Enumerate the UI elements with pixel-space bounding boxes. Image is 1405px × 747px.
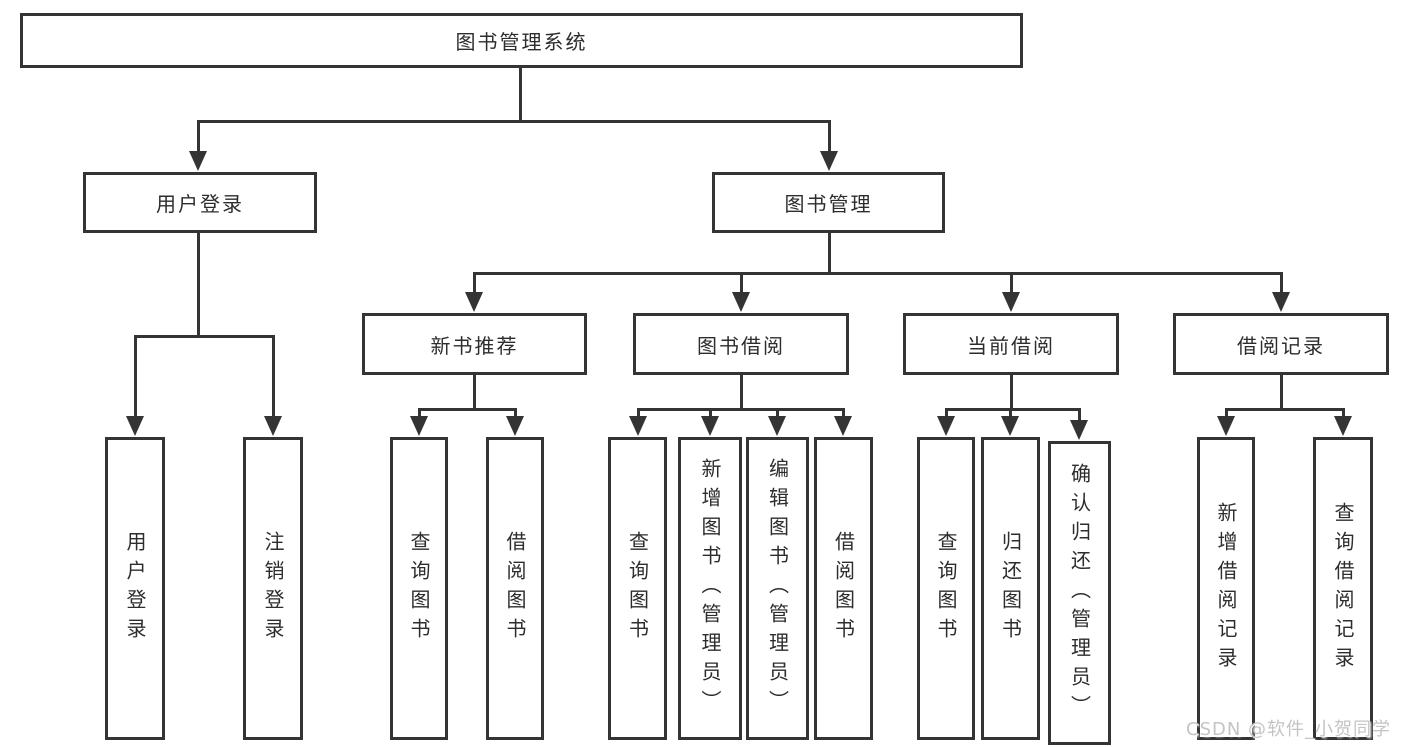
- connector-vline: [1225, 408, 1228, 417]
- connector-vline: [637, 408, 640, 417]
- leaf-logout-label: 注销登录: [261, 530, 285, 647]
- node-new-book-recommend: 新书推荐: [362, 313, 587, 375]
- leaf-query-borrow-record: 查询借阅记录: [1313, 437, 1373, 740]
- leaf-return-book: 归还图书: [981, 437, 1040, 740]
- connector-vline: [1280, 272, 1283, 293]
- arrow-down-icon: [264, 416, 282, 436]
- connector-vline: [1010, 375, 1013, 408]
- connector-vline: [740, 375, 743, 408]
- node-current-borrow: 当前借阅: [903, 313, 1119, 375]
- connector-vline: [197, 233, 200, 335]
- connector-vline: [418, 408, 421, 417]
- arrow-down-icon: [189, 151, 207, 171]
- leaf-add-book-admin: 新增图书（管理员）: [678, 437, 742, 740]
- arrow-down-icon: [1002, 292, 1020, 312]
- connector-hline: [1225, 408, 1344, 411]
- leaf-edit-book-admin: 编辑图书（管理员）: [746, 437, 809, 740]
- node-book-borrow: 图书借阅: [633, 313, 849, 375]
- leaf-add-borrow-record: 新增借阅记录: [1197, 437, 1255, 740]
- leaf-query-borrow-record-label: 查询借阅记录: [1331, 501, 1355, 676]
- arrow-down-icon: [732, 292, 750, 312]
- leaf-return-book-label: 归还图书: [998, 530, 1023, 647]
- leaf-borrow-book-recommend-label: 借阅图书: [503, 530, 527, 647]
- leaf-logout: 注销登录: [243, 437, 303, 740]
- connector-hline: [197, 120, 831, 123]
- arrow-down-icon: [1001, 416, 1019, 436]
- connector-hline: [418, 408, 516, 411]
- connector-vline: [1078, 408, 1081, 421]
- node-user-login: 用户登录: [83, 172, 317, 233]
- connector-vline: [842, 408, 845, 417]
- connector-vline: [197, 120, 200, 152]
- connector-vline: [1280, 375, 1283, 408]
- node-root: 图书管理系统: [20, 13, 1023, 68]
- arrow-down-icon: [834, 416, 852, 436]
- arrow-down-icon: [701, 416, 719, 436]
- leaf-user-login: 用户登录: [105, 437, 165, 740]
- node-current-borrow-label: 当前借阅: [967, 333, 1055, 358]
- connector-vline: [473, 272, 476, 293]
- node-book-management: 图书管理: [712, 172, 945, 233]
- leaf-query-book-current-label: 查询图书: [934, 530, 958, 647]
- leaf-query-book-borrow: 查询图书: [608, 437, 667, 740]
- arrow-down-icon: [937, 416, 955, 436]
- arrow-down-icon: [820, 151, 838, 171]
- connector-vline: [514, 408, 517, 417]
- arrow-down-icon: [506, 416, 524, 436]
- arrow-down-icon: [768, 416, 786, 436]
- connector-vline: [740, 272, 743, 293]
- leaf-borrow-book: 借阅图书: [814, 437, 873, 740]
- leaf-borrow-book-label: 借阅图书: [831, 530, 856, 647]
- arrow-down-icon: [1217, 416, 1235, 436]
- node-borrow-record-label: 借阅记录: [1237, 333, 1325, 358]
- connector-vline: [828, 233, 831, 272]
- leaf-query-book-current: 查询图书: [917, 437, 975, 740]
- leaf-confirm-return-admin-label: 确认归还（管理员）: [1067, 462, 1092, 724]
- node-book-management-label: 图书管理: [784, 192, 873, 216]
- connector-vline: [776, 408, 779, 417]
- connector-vline: [272, 335, 275, 417]
- arrow-down-icon: [629, 416, 647, 436]
- leaf-confirm-return-admin: 确认归还（管理员）: [1048, 441, 1111, 745]
- node-book-borrow-label: 图书借阅: [697, 333, 785, 358]
- node-borrow-record: 借阅记录: [1173, 313, 1389, 375]
- connector-vline: [709, 408, 712, 417]
- arrow-down-icon: [1272, 292, 1290, 312]
- connector-hline: [945, 408, 1080, 411]
- leaf-query-book-recommend: 查询图书: [390, 437, 448, 740]
- connector-hline: [637, 408, 844, 411]
- arrow-down-icon: [410, 416, 428, 436]
- leaf-borrow-book-recommend: 借阅图书: [486, 437, 544, 740]
- leaf-query-book-recommend-label: 查询图书: [407, 530, 431, 647]
- connector-vline: [945, 408, 948, 417]
- node-root-label: 图书管理系统: [455, 30, 588, 54]
- connector-vline: [1009, 408, 1012, 417]
- arrow-down-icon: [1334, 416, 1352, 436]
- arrow-down-icon: [126, 416, 144, 436]
- leaf-user-login-label: 用户登录: [123, 530, 147, 647]
- leaf-add-borrow-record-label: 新增借阅记录: [1214, 501, 1238, 676]
- connector-vline: [1010, 272, 1013, 293]
- arrow-down-icon: [1070, 420, 1088, 440]
- csdn-watermark: CSDN @软件_小贺同学: [1186, 719, 1392, 740]
- connector-vline: [134, 335, 137, 417]
- connector-hline: [473, 272, 1281, 275]
- leaf-edit-book-admin-label: 编辑图书（管理员）: [765, 458, 790, 719]
- connector-vline: [828, 120, 831, 152]
- connector-vline: [1342, 408, 1345, 417]
- node-new-book-recommend-label: 新书推荐: [430, 333, 519, 358]
- connector-vline: [519, 68, 522, 120]
- leaf-query-book-borrow-label: 查询图书: [625, 530, 650, 647]
- arrow-down-icon: [465, 292, 483, 312]
- connector-vline: [473, 375, 476, 408]
- connector-hline: [134, 335, 274, 338]
- node-user-login-label: 用户登录: [156, 192, 244, 216]
- leaf-add-book-admin-label: 新增图书（管理员）: [698, 458, 722, 719]
